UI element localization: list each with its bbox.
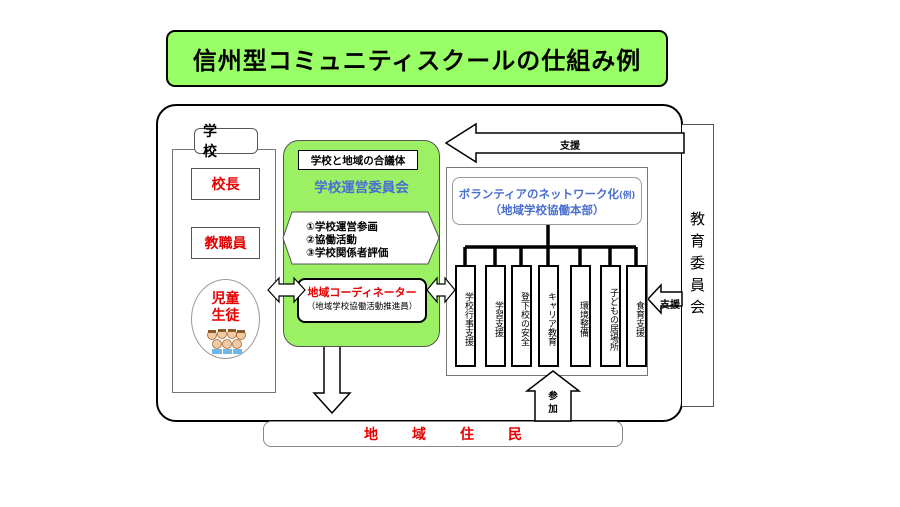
coordinator-box bbox=[297, 278, 427, 323]
council-label: 学校と地域の合議体 bbox=[298, 150, 418, 170]
participation-label-line1: 参 bbox=[548, 391, 558, 402]
support-label-side: 支援 bbox=[660, 300, 680, 311]
area-learning-support: 学習支援 bbox=[485, 265, 506, 367]
area-childrens-place: 子どもの居場所 bbox=[600, 265, 621, 367]
children-icon bbox=[207, 329, 246, 354]
coordinator-subtitle: （地域学校協働活動推進員） bbox=[306, 302, 418, 312]
area-career-education: キャリア教育 bbox=[538, 265, 559, 367]
students-label: 児童 生徒 bbox=[191, 291, 260, 325]
network-header bbox=[452, 177, 642, 225]
network-tree bbox=[463, 225, 638, 265]
school-label: 学 校 bbox=[194, 124, 258, 160]
network-title-note: (例) bbox=[619, 191, 636, 201]
students-label-line2: 生徒 bbox=[211, 308, 240, 324]
board-of-education: 教育委員会 bbox=[682, 124, 714, 407]
area-event-support: 学校行事支援 bbox=[455, 265, 476, 367]
participation-label-line2: 加 bbox=[548, 404, 558, 415]
committee-name: 学校運営委員会 bbox=[314, 180, 409, 196]
activity-item: ②協働活動 bbox=[306, 234, 357, 246]
activity-item: ③学校関係者評価 bbox=[306, 247, 389, 259]
support-label-top: 支援 bbox=[560, 141, 580, 152]
diagram-title: 信州型コミュニティスクールの仕組み例 bbox=[166, 30, 668, 87]
local-residents: 地域住民 bbox=[263, 421, 623, 447]
coordinator-title: 地域コーディネーター bbox=[307, 286, 417, 299]
network-subtitle: （地域学校協働本部） bbox=[489, 203, 605, 217]
activity-item: ①学校運営参画 bbox=[306, 221, 378, 233]
area-environment: 環境整備 bbox=[570, 265, 591, 367]
participation-label: 参 加 bbox=[540, 390, 566, 416]
students-label-line1: 児童 bbox=[211, 291, 240, 307]
network-title: ボランティアのネットワーク化(例) bbox=[452, 186, 642, 202]
support-arrow-side-overlay bbox=[646, 283, 683, 315]
area-commute-safety: 登下校の安全 bbox=[511, 265, 532, 367]
area-food-education: 食育支援 bbox=[626, 265, 647, 367]
activities-hexagon-shape bbox=[282, 211, 440, 265]
participation-arrow-shape bbox=[524, 370, 582, 422]
principal-box: 校長 bbox=[191, 168, 260, 200]
support-arrow-top-overlay bbox=[444, 122, 685, 164]
network-title-text: ボランティアのネットワーク化 bbox=[458, 187, 620, 201]
activities-list: ①学校運営参画 ②協働活動 ③学校関係者評価 bbox=[306, 221, 388, 260]
double-arrow-school-coordinator-shape bbox=[267, 276, 306, 304]
staff-box: 教職員 bbox=[191, 227, 260, 259]
